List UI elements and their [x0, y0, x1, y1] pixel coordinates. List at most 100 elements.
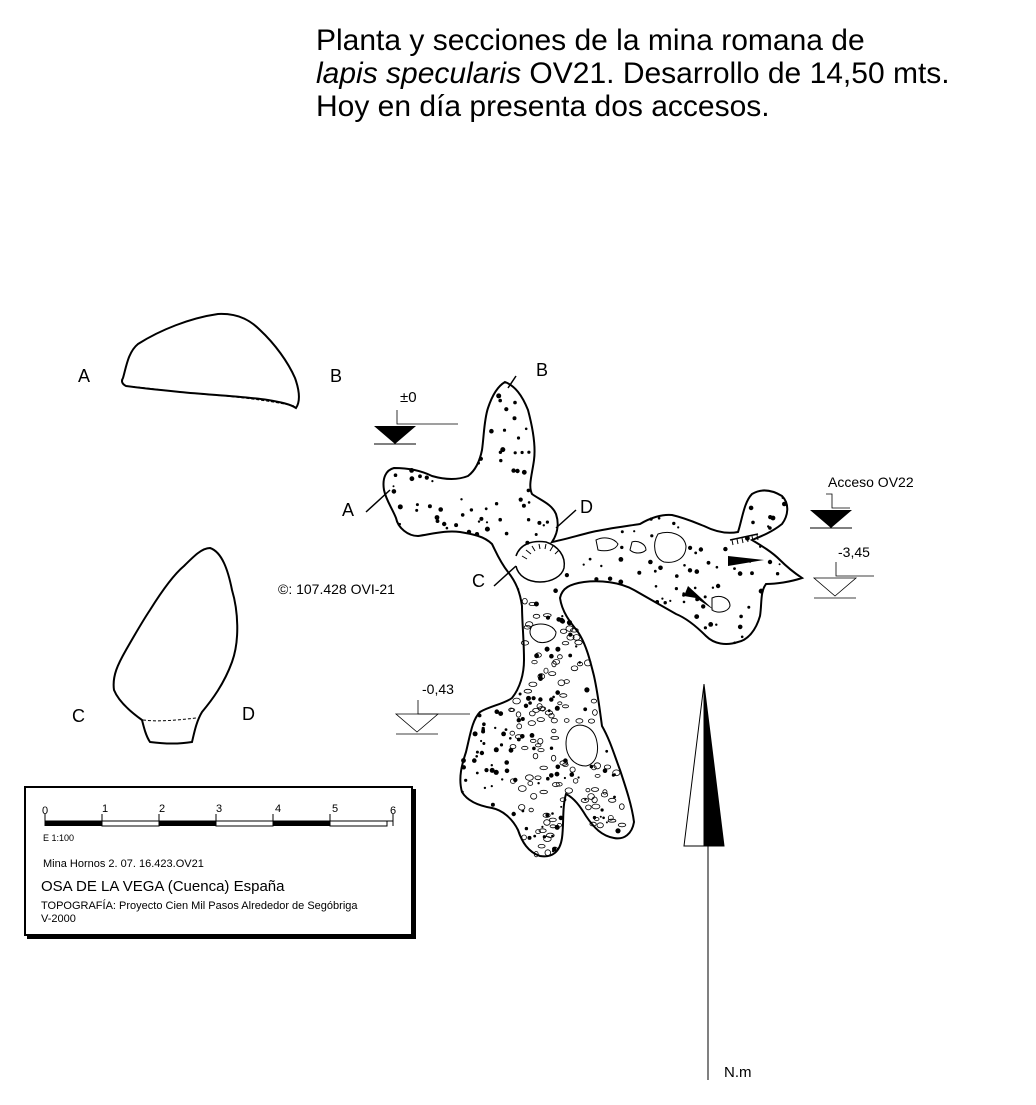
debris-dot [418, 474, 422, 479]
debris-pebble [521, 598, 528, 605]
debris-dot [508, 747, 514, 753]
debris-dot [620, 530, 624, 534]
debris-pebble [596, 822, 604, 829]
rock-block-5 [565, 724, 599, 767]
debris-dot [653, 569, 657, 573]
debris-dot [498, 398, 503, 403]
debris-pebble [589, 821, 597, 827]
debris-dot [494, 726, 497, 730]
debris-dot [575, 645, 578, 648]
debris-dot [555, 764, 561, 770]
scale-ratio: E 1:100 [43, 833, 74, 843]
debris-dot [392, 485, 395, 488]
rock-block-3 [629, 541, 647, 554]
access-slope-hatch [521, 534, 759, 560]
debris-dot [511, 811, 516, 817]
debris-pebble [559, 797, 567, 802]
debris-dot [524, 826, 529, 831]
rock-block-2 [654, 532, 687, 563]
debris-dot [583, 707, 588, 712]
debris-dot [669, 599, 672, 603]
debris-dot [560, 805, 563, 808]
debris-dot [475, 750, 479, 754]
sheet-title: Planta y secciones de la mina romana de … [316, 24, 950, 123]
gallery-outline [382, 380, 805, 858]
debris-pebble [509, 744, 517, 750]
junction-pillar [515, 540, 566, 583]
debris-dot [561, 615, 564, 618]
debris-dot [481, 728, 486, 732]
debris-dot [489, 767, 495, 773]
debris-dot [737, 571, 743, 576]
depth-043-text: -0,43 [422, 681, 454, 697]
debris-dot [549, 697, 554, 702]
debris-dot [701, 604, 706, 609]
debris-dot [768, 515, 773, 520]
debris-pebble [521, 834, 527, 841]
debris-pebble [548, 671, 557, 676]
debris-pebble [548, 713, 555, 719]
debris-pebble [515, 711, 522, 718]
debris-dot [504, 407, 509, 412]
section-label-a: A [78, 366, 90, 386]
debris-dot [661, 597, 664, 600]
debris-dot [737, 624, 743, 630]
debris-pebble [551, 728, 557, 734]
debris-dot [778, 563, 781, 566]
title-line-2-rest: OV21. Desarrollo de 14,50 mts. [521, 57, 950, 90]
debris-dot [715, 565, 719, 569]
debris-dot [415, 508, 419, 512]
debris-dot [687, 568, 693, 573]
debris-dot [533, 834, 537, 838]
section-line-c [493, 565, 517, 587]
debris-dot [493, 747, 499, 753]
debris-dot [504, 760, 510, 765]
debris-pebble [549, 824, 557, 829]
debris-dot [511, 468, 516, 473]
debris-dot [607, 576, 613, 581]
debris-dot [483, 786, 487, 790]
level-zero-text: ±0 [400, 389, 417, 406]
debris-dot [566, 620, 573, 626]
section-label-c: C [72, 706, 85, 726]
debris-dot [500, 447, 506, 453]
debris-dot [527, 835, 532, 840]
debris-dot [424, 475, 429, 480]
debris-pebble [532, 613, 541, 619]
north-arrow: N.m [683, 683, 752, 1081]
title-line-2: lapis specularis OV21. Desarrollo de 14,… [316, 57, 950, 90]
debris-dot [698, 547, 704, 552]
debris-dot [490, 802, 495, 807]
scale-tick-5: 5 [332, 803, 338, 815]
debris-dot [599, 815, 602, 818]
scale-tick-0: 0 [42, 805, 48, 817]
debris-pebble [535, 829, 541, 834]
debris-dot [549, 773, 554, 778]
debris-dot [523, 703, 529, 708]
debris-dot [490, 785, 493, 788]
debris-dot [750, 571, 754, 576]
debris-dot [649, 517, 653, 521]
section-ab-outline [121, 312, 300, 410]
debris-pebble [583, 659, 592, 667]
debris-pebble [527, 720, 536, 726]
north-label: N.m [724, 1064, 752, 1081]
debris-dot [733, 641, 736, 645]
debris-dot [391, 489, 397, 494]
debris-pebble [594, 774, 601, 778]
debris-pebble [539, 765, 548, 771]
scale-tick-4: 4 [275, 803, 281, 815]
debris-pebble [608, 797, 617, 803]
debris-pebble [580, 797, 590, 803]
debris-dot [521, 503, 526, 508]
debris-pebble [562, 704, 570, 709]
debris-dot [472, 758, 477, 763]
debris-dot [485, 521, 489, 524]
debris-dot [499, 743, 504, 747]
debris-dot [582, 563, 585, 566]
debris-dot [767, 559, 773, 565]
debris-dot [515, 468, 520, 474]
debris-dot [484, 526, 490, 532]
debris-dot [538, 673, 543, 678]
debris-dot [478, 456, 483, 461]
